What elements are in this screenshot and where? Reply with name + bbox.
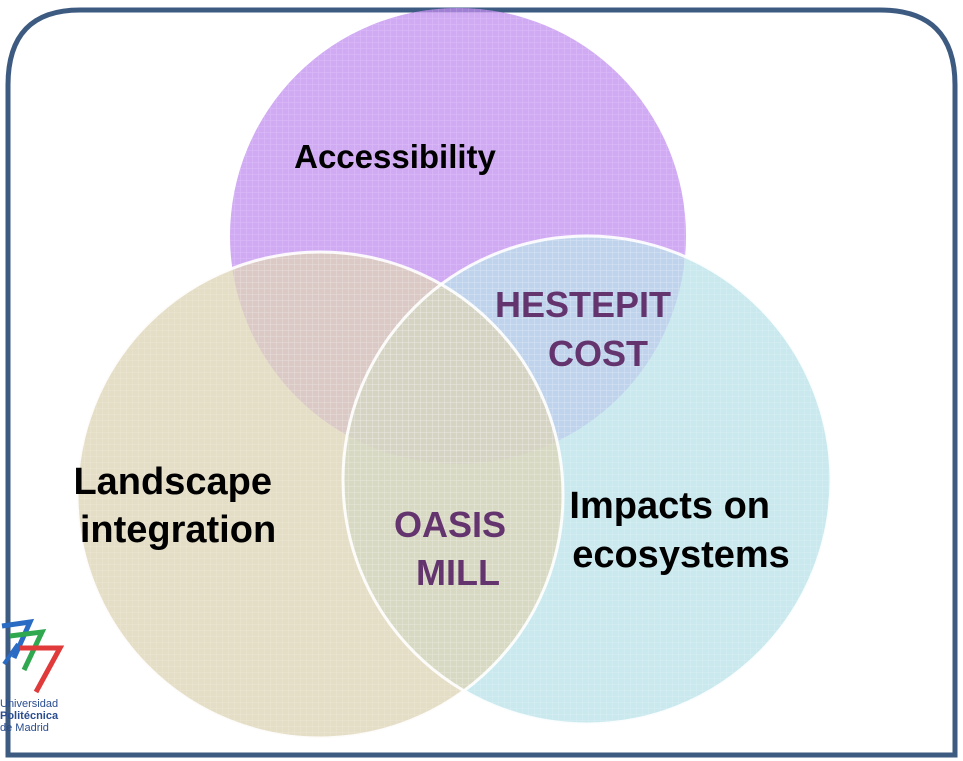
label-mill: MILL: [416, 552, 500, 593]
label-impacts-on-ecosystems: Impacts on ecosystems: [569, 485, 789, 576]
rounded-frame: [5, 7, 958, 758]
circle-outline-left: [75, 250, 565, 740]
label-landscape-line-2: integration: [80, 509, 276, 551]
label-accessibility: Accessibility: [294, 138, 496, 175]
logo-line-2: Politécnica: [0, 710, 59, 722]
label-impacts-line-1: Impacts on: [569, 485, 770, 527]
label-hestepit: HESTEPIT: [495, 284, 671, 325]
university-logo-icon: [1, 618, 65, 694]
label-hestepit-cost: HESTEPIT COST: [495, 284, 681, 374]
label-cost: COST: [548, 333, 648, 374]
label-impacts-line-2: ecosystems: [572, 534, 790, 576]
circle-outline-right: [341, 234, 833, 726]
grid-texture-left: [77, 252, 563, 738]
label-landscape-integration: Landscape integration: [73, 461, 282, 551]
label-oasis: OASIS: [394, 504, 506, 545]
label-landscape-line-1: Landscape: [73, 461, 272, 503]
logo-line-3: de Madrid: [0, 722, 49, 734]
logo-line-1: Universidad: [0, 698, 59, 710]
label-oasis-mill: OASIS MILL: [394, 504, 516, 593]
university-name: Universidad Politécnica de Madrid: [0, 698, 58, 734]
